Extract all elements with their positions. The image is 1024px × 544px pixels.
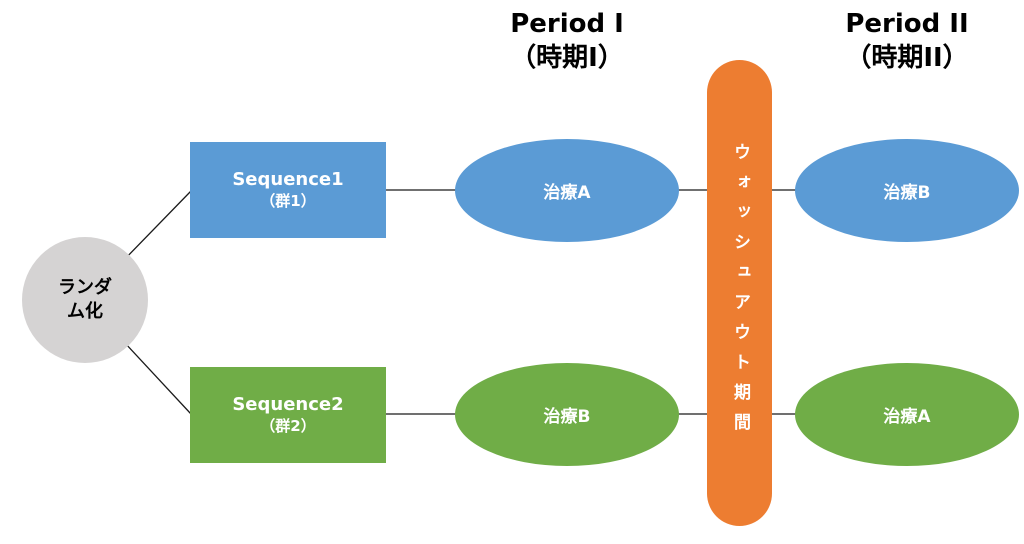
sequence2-group: （群2）: [260, 417, 316, 436]
period1-title-jp: （時期I）: [510, 42, 624, 73]
randomization-node: ランダム化: [22, 237, 148, 363]
period2-seq2-treatment-label: 治療A: [883, 407, 931, 427]
washout-period-bar: ウォッシュアウト期間: [707, 60, 772, 526]
sequence1-group: （群1）: [260, 192, 316, 211]
sequence2-name: Sequence2: [232, 393, 344, 415]
period2-seq1-treatment-node: 治療B: [795, 139, 1019, 242]
period2-seq1-treatment-label: 治療B: [883, 183, 931, 203]
sequence2-node: Sequence2 （群2）: [190, 367, 386, 463]
sequence1-node: Sequence1 （群1）: [190, 142, 386, 238]
period1-seq2-treatment-label: 治療B: [543, 407, 591, 427]
period2-title-en: Period II: [845, 9, 969, 39]
period1-header: Period I （時期I）: [455, 8, 679, 76]
period1-title-en: Period I: [510, 9, 624, 39]
sequence1-name: Sequence1: [232, 168, 344, 190]
period1-seq2-treatment-node: 治療B: [455, 363, 679, 466]
period2-header: Period II （時期II）: [795, 8, 1019, 76]
period2-seq2-treatment-node: 治療A: [795, 363, 1019, 466]
randomization-label: ランダム化: [58, 276, 112, 322]
washout-period-label: ウォッシュアウト期間: [730, 143, 750, 443]
period1-seq1-treatment-label: 治療A: [543, 183, 591, 203]
period1-seq1-treatment-node: 治療A: [455, 139, 679, 242]
period2-title-jp: （時期II）: [845, 42, 969, 73]
